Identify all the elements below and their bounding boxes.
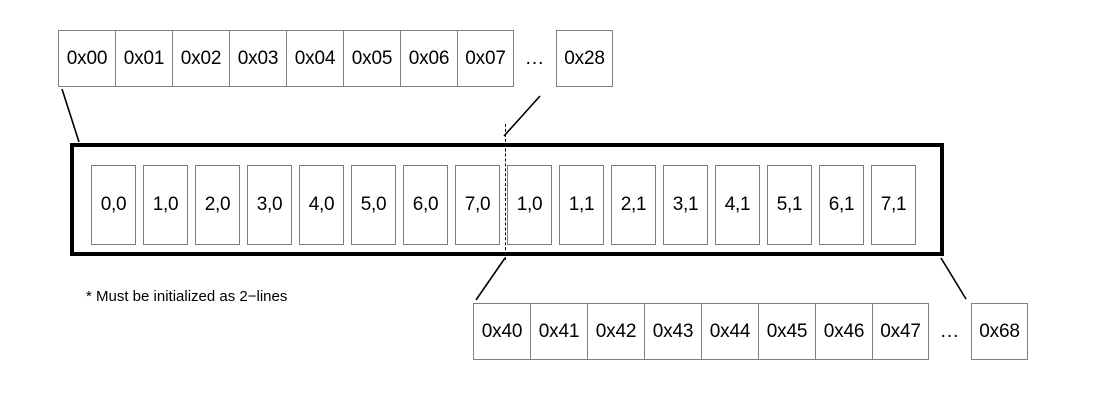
buffer-slot: 7,0 [455, 165, 500, 245]
top-address-cell: 0x04 [286, 30, 343, 87]
top-address-cell: 0x05 [343, 30, 400, 87]
buffer-slot: 2,0 [195, 165, 240, 245]
buffer-slot: 1,0 [143, 165, 188, 245]
bottom-address-cell: 0x40 [473, 303, 530, 360]
bottom-address-cell: 0x47 [872, 303, 929, 360]
buffer-slot: 3,1 [663, 165, 708, 245]
footnote-text: * Must be initialized as 2−lines [86, 288, 288, 305]
leader-top-left [61, 88, 80, 143]
bottom-address-cell: 0x44 [701, 303, 758, 360]
buffer-slot: 6,1 [819, 165, 864, 245]
bottom-address-cell: 0x45 [758, 303, 815, 360]
buffer-slot: 5,0 [351, 165, 396, 245]
top-address-tail-cell: 0x28 [556, 30, 613, 87]
bottom-address-cell: 0x46 [815, 303, 872, 360]
buffer-slot: 1,1 [559, 165, 604, 245]
bottom-address-cell: 0x42 [587, 303, 644, 360]
bottom-address-cell: 0x43 [644, 303, 701, 360]
bottom-address-cell: 0x41 [530, 303, 587, 360]
two-line-buffer-frame: 0,0 1,0 2,0 3,0 4,0 5,0 6,0 7,0 1,0 1,1 … [70, 143, 944, 256]
top-row-ellipsis: ... [525, 47, 545, 69]
top-address-cell: 0x01 [115, 30, 172, 87]
leader-bottom-right [940, 257, 967, 300]
buffer-slot: 4,0 [299, 165, 344, 245]
buffer-slot: 6,0 [403, 165, 448, 245]
bottom-address-row: 0x40 0x41 0x42 0x43 0x44 0x45 0x46 0x47 … [473, 303, 1028, 360]
bottom-row-ellipsis: ... [940, 320, 960, 342]
leader-top-right [503, 95, 541, 137]
top-address-cell: 0x02 [172, 30, 229, 87]
leader-bottom-left [475, 257, 506, 301]
buffer-slot: 0,0 [91, 165, 136, 245]
top-address-cell: 0x00 [58, 30, 115, 87]
buffer-slot: 2,1 [611, 165, 656, 245]
buffer-slot: 3,0 [247, 165, 292, 245]
buffer-slot: 4,1 [715, 165, 760, 245]
top-address-cell: 0x06 [400, 30, 457, 87]
line-split-divider [505, 124, 506, 260]
top-address-cell: 0x07 [457, 30, 514, 87]
buffer-slot: 7,1 [871, 165, 916, 245]
bottom-address-tail-cell: 0x68 [971, 303, 1028, 360]
top-address-row: 0x00 0x01 0x02 0x03 0x04 0x05 0x06 0x07 … [58, 30, 613, 87]
buffer-slot: 5,1 [767, 165, 812, 245]
buffer-slot: 1,0 [507, 165, 552, 245]
top-address-cell: 0x03 [229, 30, 286, 87]
buffer-slot-strip: 0,0 1,0 2,0 3,0 4,0 5,0 6,0 7,0 1,0 1,1 … [91, 165, 916, 245]
